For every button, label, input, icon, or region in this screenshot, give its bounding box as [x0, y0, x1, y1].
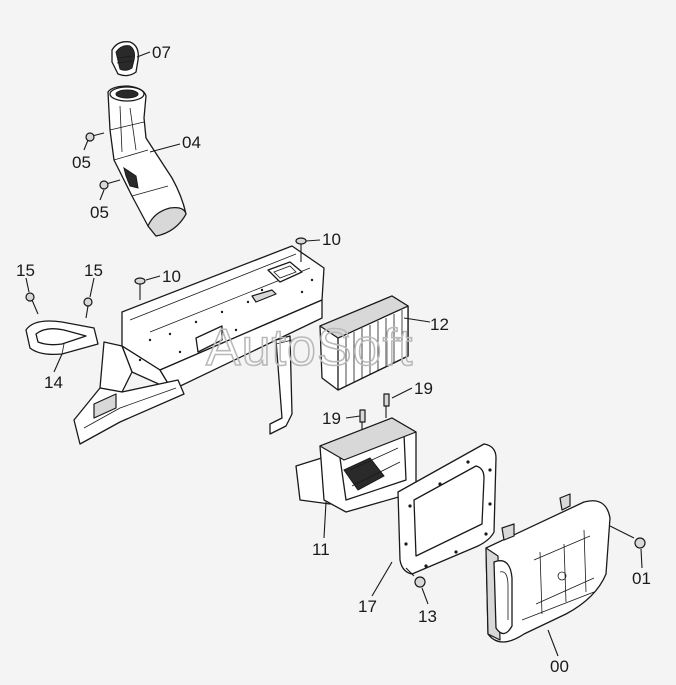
part-07-knob — [111, 41, 139, 77]
part-10-bolt-mid — [134, 277, 146, 300]
callout-10-upper: 10 — [322, 230, 341, 249]
part-17-gasket — [397, 443, 497, 575]
callout-04: 04 — [182, 133, 201, 152]
part-19-pin-b — [383, 393, 390, 418]
callout-19-left: 19 — [322, 409, 341, 428]
part-12-filter — [319, 295, 409, 391]
part-14-clamp — [25, 320, 99, 356]
callout-19-right: 19 — [414, 379, 433, 398]
leader-lines — [25, 51, 643, 657]
callout-14: 14 — [44, 373, 63, 392]
callout-labels: 07 04 05 05 10 10 15 15 14 12 19 19 11 1… — [16, 43, 651, 676]
callout-15-right: 15 — [84, 261, 103, 280]
part-04-duct — [107, 85, 187, 237]
callout-13: 13 — [418, 607, 437, 626]
callout-10-lower: 10 — [162, 267, 181, 286]
callout-05-upper: 05 — [72, 153, 91, 172]
callout-00: 00 — [550, 657, 569, 676]
part-15-screw-a — [25, 292, 39, 315]
callout-15-left: 15 — [16, 261, 35, 280]
callout-05-lower: 05 — [90, 203, 109, 222]
callout-12: 12 — [430, 315, 449, 334]
callout-01: 01 — [632, 569, 651, 588]
part-05-screw-b — [99, 179, 121, 190]
callout-17: 17 — [358, 597, 377, 616]
callout-07: 07 — [152, 43, 171, 62]
watermark-text: AutoSoft — [206, 319, 413, 377]
part-10-bolt-top — [295, 237, 307, 262]
part-15-screw-b — [83, 297, 93, 319]
part-13-bolt — [405, 567, 426, 588]
part-01-screw — [609, 525, 646, 549]
part-05-screw-a — [85, 132, 105, 142]
part-00-cover — [485, 493, 611, 643]
part-frame-bracket — [73, 245, 325, 445]
callout-11: 11 — [312, 540, 330, 559]
part-11-housing — [295, 417, 417, 513]
